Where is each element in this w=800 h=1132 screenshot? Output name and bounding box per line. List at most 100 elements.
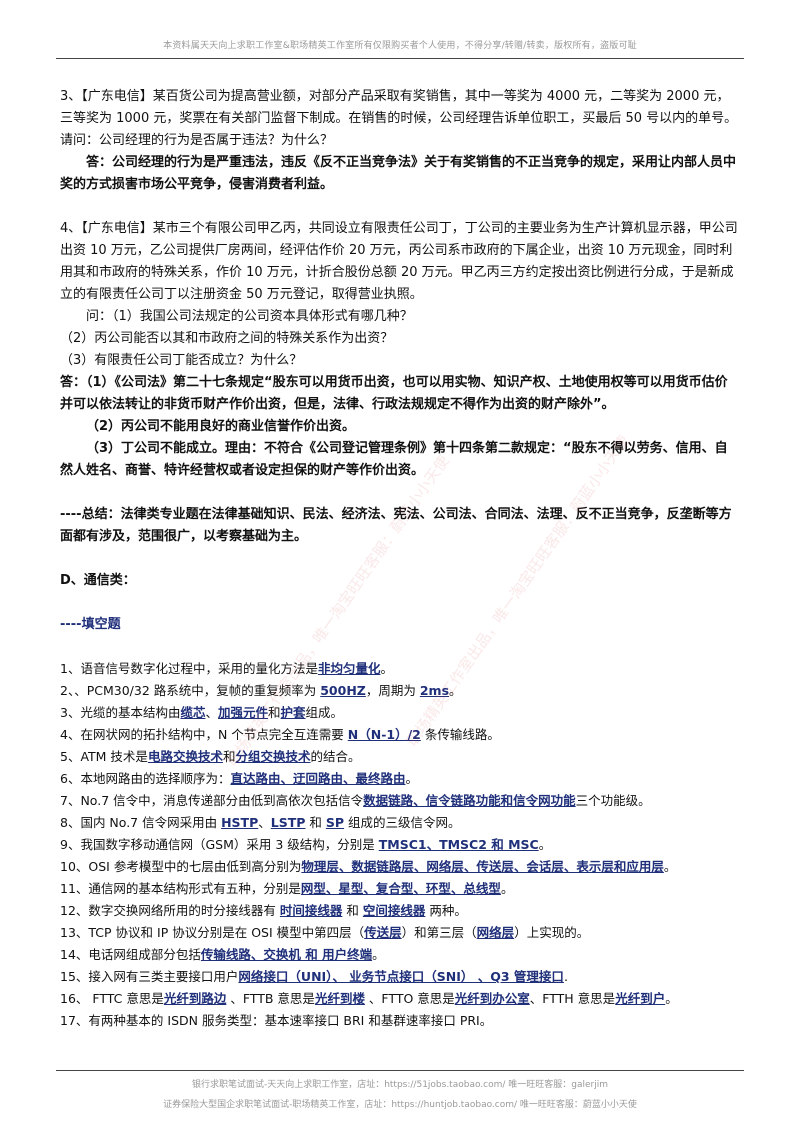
summary: ----总结：法律类专业题在法律基础知识、民法、经济法、宪法、公司法、合同法、法… bbox=[60, 507, 732, 544]
fill-in-text: 三个功能级。 bbox=[575, 793, 651, 808]
fill-in-answer: 网型、星型、复合型、环型、总线型 bbox=[300, 881, 501, 896]
fill-in-text: 和 bbox=[268, 705, 281, 720]
fill-in-answer: TMSC1、TMSC2 和 MSC bbox=[378, 837, 539, 852]
fill-in-text: 。 bbox=[538, 837, 552, 852]
fill-in-text: 15、接入网有三类主要接口用户 bbox=[60, 969, 239, 984]
fill-in-text: 。 bbox=[500, 881, 514, 896]
fill-in-answer: 非均匀量化 bbox=[317, 661, 381, 676]
fill-in-answer: SP bbox=[325, 815, 345, 830]
question-4-sub-2: （2）丙公司能否以其和市政府之间的特殊关系作为出资？ bbox=[60, 331, 394, 346]
fill-in-text: 9、我国数字移动通信网（GSM）采用 3 级结构，分别是 bbox=[60, 837, 379, 852]
footer-line-1: 银行求职笔试面试-天天向上求职工作室，店址：https://51jobs.tao… bbox=[191, 1080, 609, 1090]
fill-in-text: ，周期为 bbox=[365, 683, 420, 698]
fill-in-text: 13、TCP 协议和 IP 协议分别是在 OSI 模型中第四层（ bbox=[60, 925, 365, 940]
fill-in-text: 12、数字交换网络所用的时分接线器有 bbox=[60, 903, 280, 918]
fill-in-text: 。 bbox=[372, 947, 385, 962]
fill-in-text: ）上实现的。 bbox=[514, 925, 590, 940]
fill-in-text: 1、语音信号数字化过程中，采用的量化方法是 bbox=[60, 661, 318, 676]
answer-4-part-2: （2）丙公司不能用良好的商业信誉作价出资。 bbox=[86, 419, 356, 434]
fill-in-answer: 电路交换技术 bbox=[147, 749, 223, 764]
fill-in-answer: 传送层 bbox=[364, 925, 402, 940]
fill-in-answer: 传输线路、交换机 和 用户终端 bbox=[200, 947, 373, 962]
page-content: 3、【广东电信】某百货公司为提高营业额，对部分产品采取有奖销售，其中一等奖为 4… bbox=[60, 86, 740, 1032]
fill-in-answer: 500HZ bbox=[320, 683, 366, 698]
fill-in-answer: HSTP bbox=[221, 815, 259, 830]
fill-in-text: 、FTTH 意思是 bbox=[529, 991, 616, 1006]
question-4-sub-3: （3）有限责任公司丁能否成立？为什么？ bbox=[60, 353, 303, 368]
fill-in-text: 条传输线路。 bbox=[420, 727, 500, 742]
fill-in-item: 6、本地网路由的选择顺序为：直达路由、迂回路由、最终路由。 bbox=[60, 768, 740, 790]
fill-in-text: 4、在网状网的拓扑结构中，N 个节点完全互连需要 bbox=[60, 727, 348, 742]
answer-4-part-1: 答：（1）《公司法》第二十七条规定“股东可以用货币出资，也可以用实物、知识产权、… bbox=[60, 375, 728, 412]
fill-in-answer: 光纤到户 bbox=[615, 991, 666, 1006]
fill-in-answer: 光纤到路边 bbox=[163, 991, 227, 1006]
fill-in-text: 的结合。 bbox=[310, 749, 361, 764]
fill-in-text: 。 bbox=[449, 683, 462, 698]
answer-4-part-3: （3）丁公司不能成立。理由：不符合《公司登记管理条例》第十四条第二款规定：“股东… bbox=[60, 441, 728, 478]
fill-in-answer: 光纤到楼 bbox=[314, 991, 365, 1006]
fill-in-item: 13、TCP 协议和 IP 协议分别是在 OSI 模型中第四层（传送层）和第三层… bbox=[60, 922, 740, 944]
fill-in-item: 7、No.7 信令中，消息传递部分由低到高依次包括信令数据链路、信令链路功能和信… bbox=[60, 790, 740, 812]
fill-in-answer: 时间接线器 bbox=[279, 903, 343, 918]
fill-in-item: 14、电话网组成部分包括传输线路、交换机 和 用户终端。 bbox=[60, 944, 740, 966]
fill-in-answer: 网络层 bbox=[476, 925, 515, 940]
footer-divider bbox=[56, 1070, 744, 1071]
fill-in-text: 3、光缆的基本结构由 bbox=[60, 705, 181, 720]
fill-in-text: 2、、PCM30/32 路系统中，复帧的重复频率为 bbox=[60, 683, 321, 698]
fill-in-text: 6、本地网路由的选择顺序为： bbox=[60, 771, 231, 786]
fill-in-answer: 2ms bbox=[419, 683, 450, 698]
fill-in-item: 2、、PCM30/32 路系统中，复帧的重复频率为 500HZ，周期为 2ms。 bbox=[60, 680, 740, 702]
fill-in-text: 、 bbox=[205, 705, 218, 720]
fill-in-text: 、FTTO 意思是 bbox=[364, 991, 455, 1006]
fill-in-item: 12、数字交换网络所用的时分接线器有 时间接线器 和 空间接线器 两种。 bbox=[60, 900, 740, 922]
fill-in-text: 。 bbox=[665, 991, 678, 1006]
fill-in-text: 16、 FTTC 意思是 bbox=[60, 991, 164, 1006]
fill-in-item: 5、ATM 技术是电路交换技术和分组交换技术的结合。 bbox=[60, 746, 740, 768]
fill-in-text: 10、OSI 参考模型中的七层由低到高分别为 bbox=[60, 859, 302, 874]
fill-in-text: 11、通信网的基本结构形式有五种，分别是 bbox=[60, 881, 301, 896]
fill-in-answer: 数据链路、信令链路功能和信令网功能 bbox=[363, 793, 576, 808]
fill-in-text: . bbox=[563, 969, 568, 984]
question-4-sub-1: 问：（1）我国公司法规定的公司资本具体形式有哪几种？ bbox=[86, 309, 413, 324]
fill-in-answer: 加强元件 bbox=[218, 705, 269, 720]
section-title-d: D、通信类： bbox=[60, 573, 136, 588]
fill-in-item: 3、光缆的基本结构由缆芯、加强元件和护套组成。 bbox=[60, 702, 740, 724]
fill-in-text: 和 bbox=[222, 749, 236, 764]
fill-in-title: ----填空题 bbox=[60, 617, 121, 632]
page-header: 本资料属天天向上求职工作室&职场精英工作室所有仅限购买者个人使用，不得分享/转赠… bbox=[163, 41, 637, 51]
fill-in-text: 8、国内 No.7 信令网采用由 bbox=[60, 815, 222, 830]
fill-in-text: 17、有两种基本的 ISDN 服务类型：基本速率接口 BRI 和基群速率接口 P… bbox=[60, 1013, 493, 1028]
fill-in-text: 两种。 bbox=[425, 903, 467, 918]
fill-in-text: ）和第三层（ bbox=[401, 925, 477, 940]
fill-in-text: 。 bbox=[405, 771, 418, 786]
fill-in-text: 。 bbox=[663, 859, 677, 874]
fill-in-answer: 分组交换技术 bbox=[235, 749, 311, 764]
fill-in-text: 14、电话网组成部分包括 bbox=[60, 947, 201, 962]
fill-in-text: 7、No.7 信令中，消息传递部分由低到高依次包括信令 bbox=[60, 793, 364, 808]
fill-in-item: 1、语音信号数字化过程中，采用的量化方法是非均匀量化。 bbox=[60, 658, 740, 680]
fill-in-item: 16、 FTTC 意思是光纤到路边 、FTTB 意思是光纤到楼 、FTTO 意思… bbox=[60, 988, 740, 1010]
fill-in-item: 8、国内 No.7 信令网采用由 HSTP、LSTP 和 SP 组成的三级信令网… bbox=[60, 812, 740, 834]
fill-in-text: 和 bbox=[342, 903, 363, 918]
fill-in-answer: 缆芯 bbox=[180, 705, 206, 720]
fill-in-item: 15、接入网有三类主要接口用户网络接口（UNI）、 业务节点接口（SNI） 、Q… bbox=[60, 966, 740, 988]
fill-in-list: 1、语音信号数字化过程中，采用的量化方法是非均匀量化。2、、PCM30/32 路… bbox=[60, 658, 740, 1032]
fill-in-answer: 网络接口（UNI）、 业务节点接口（SNI） 、Q3 管理接口 bbox=[238, 969, 564, 984]
fill-in-item: 11、通信网的基本结构形式有五种，分别是网型、星型、复合型、环型、总线型。 bbox=[60, 878, 740, 900]
question-3: 3、【广东电信】某百货公司为提高营业额，对部分产品采取有奖销售，其中一等奖为 4… bbox=[60, 89, 738, 148]
fill-in-answer: 直达路由、迂回路由、最终路由 bbox=[230, 771, 406, 786]
footer-line-2: 证券保险大型国企求职笔试面试-职场精英工作室，店址：https://huntjo… bbox=[163, 1100, 637, 1110]
fill-in-item: 17、有两种基本的 ISDN 服务类型：基本速率接口 BRI 和基群速率接口 P… bbox=[60, 1010, 740, 1032]
fill-in-text: 组成。 bbox=[305, 705, 344, 720]
fill-in-answer: 光纤到办公室 bbox=[454, 991, 530, 1006]
fill-in-text: 、 bbox=[258, 815, 271, 830]
fill-in-text: 、FTTB 意思是 bbox=[226, 991, 315, 1006]
fill-in-item: 10、OSI 参考模型中的七层由低到高分别为物理层、数据链路层、网络层、传送层、… bbox=[60, 856, 740, 878]
fill-in-text: 。 bbox=[380, 661, 393, 676]
fill-in-text: 5、ATM 技术是 bbox=[60, 749, 148, 764]
question-4: 4、【广东电信】某市三个有限公司甲乙丙，共同设立有限责任公司丁，丁公司的主要业务… bbox=[60, 221, 738, 302]
fill-in-answer: N（N-1）/2 bbox=[347, 727, 421, 742]
header-divider bbox=[56, 58, 744, 59]
answer-3: 答：公司经理的行为是严重违法，违反《反不正当竞争法》关于有奖销售的不正当竞争的规… bbox=[60, 155, 737, 192]
fill-in-answer: 物理层、数据链路层、网络层、传送层、会话层、表示层和应用层 bbox=[301, 859, 664, 874]
